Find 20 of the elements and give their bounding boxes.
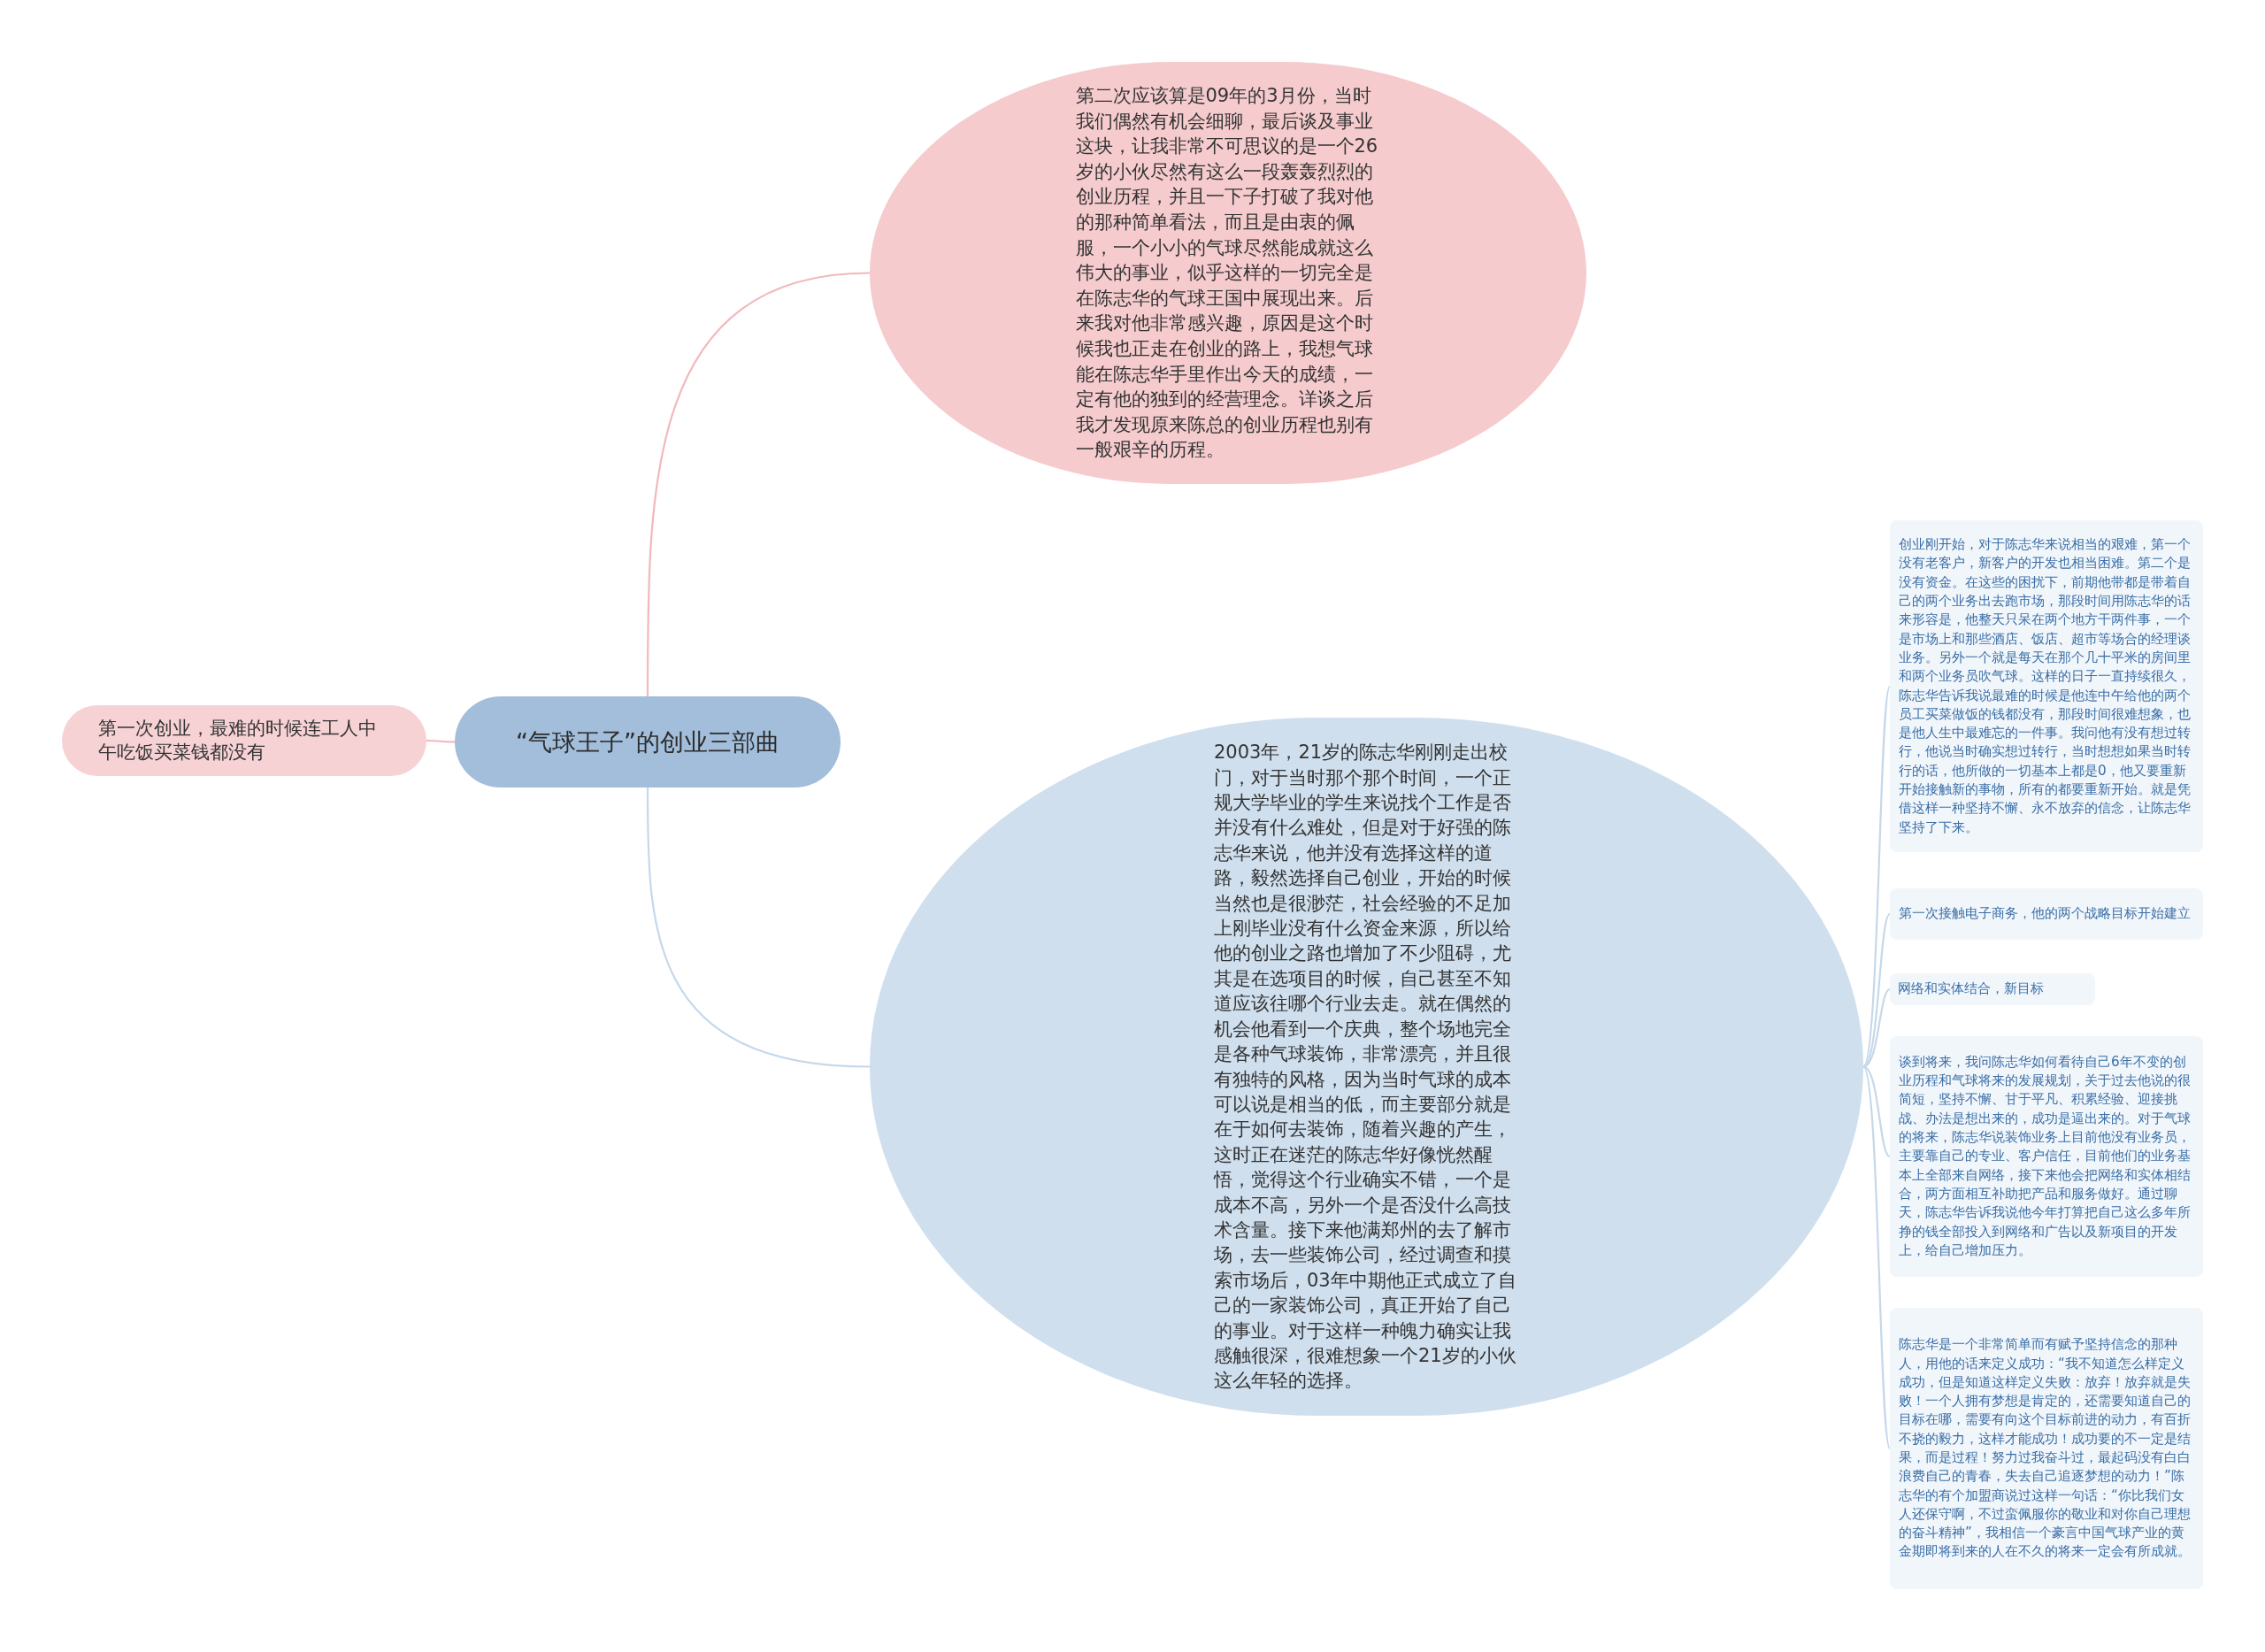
connector-line — [646, 788, 871, 1068]
node-text: 第一次接触电子商务，他的两个战略目标开始建立 — [1899, 904, 2192, 924]
node-text: “气球王子”的创业三部曲 — [515, 726, 780, 757]
note-box — [1890, 1036, 2203, 1277]
connector-line — [426, 739, 455, 743]
node-text: 谈到将来，我问陈志华如何看待自己6年不变的创业历程和气球将来的发展规划，关于过去他说的很简短，坚持不懈、甘于平凡、积累经验、迎接挑战、办法是想出来的，成功是逼出来的。对于气球的将来，陈志华说装饰业务上目前他没有业务员，主要靠自己的专业、客户信任，目前他们的业务基本上全部来自网络，接下来他会把网络和实体相结合，两方面相互补助把产品和服务做好。通过聊天，陈志华告诉我说他今年打算把自己这么多年所挣的钱全部投入到网络和广告以及新项目的开发上，给自己增加压力。 — [1899, 1052, 2192, 1260]
node-text: 陈志华是一个非常简单而有赋予坚持信念的那种人，用他的话来定义成功：“我不知道怎么样定义成功，但是知道这样定义失败：放弃！放弃就是失败！一个人拥有梦想是肯定的，还需要知道自己的目标在哪，需要有向这个目标前进的动力，有百折不挠的毅力，这样才能成功！成功要的不一定是结果，而是过程！努力过我奋斗过，最起码没有白白浪费自己的青春，失去自己追逐梦想的动力！”陈志华的有个加盟商说过这样一句话：“你比我们女人还保守啊，不过蛮佩服你的敬业和对你自己理想的奋斗精神”，我相信一个豪言中国气球产业的黄金期即将到来的人在不久的将来一定会有所成就。 — [1899, 1335, 2192, 1562]
note-box — [1890, 973, 2095, 1005]
node-text: 第二次应该算是09年的3月份，当时我们偶然有机会细聊，最后谈及事业这块，让我非常不可思议的是一个26岁的小伙尽然有这么一段轰轰烈烈的创业历程，并且一下子打破了我对他的那种简单看法，而且是由衷的佩服，一个小小的气球尽然能成就这么伟大的事业，似乎这样的一切完全是在陈志华的气球王国中展现出来。后来我对他非常感兴趣，原因是这个时候我也正走在创业的路上，我想气球能在陈志华手里作出今天的成绩，一定有他的独到的经营理念。详谈之后我才发现原来陈总的创业历程也别有一般艰辛的历程。 — [1075, 84, 1379, 463]
node-text: 2003年，21岁的陈志华刚刚走出校门，对于当时那个那个时间，一个正规大学毕业的学生来说找个工作是否并没有什么难处，但是对于好强的陈志华来说，他并没有选择这样的道路，毅然选择自己创业，开始的时候当然也是很渺茫，社会经验的不足加上刚毕业没有什么资金来源，所以给他的创业之路也增加了不少阻碍，尤其是在选项目的时候，自己甚至不知道应该往哪个行业去走。就在偶然的机会他看到一个庆典，整个场地完全是各种气球装饰，非常漂亮，并且很有独特的风格，因为当时气球的成本可以说是相当的低，而主要部分就是在于如何去装饰，随着兴趣的产生，这时正在迷茫的陈志华好像恍然醒悟，觉得这个行业确实不错，一个是成本不高，另外一个是否没什么高技术含量。接下来他满郑州的去了解市场，去一些装饰公司，经过调查和摸索市场后，03年中期他正式成立了自己的一家装饰公司，真正开始了自己的事业。对于这样一种魄力确实让我感触很深，很难想象一个21岁的小伙这么年轻的选择。 — [1214, 741, 1517, 1394]
connector-line — [646, 272, 871, 696]
connector-line — [1862, 1065, 1891, 1157]
connector-line — [1862, 686, 1892, 1067]
connector-line — [1862, 913, 1891, 1068]
node-text: 第一次创业，最难的时候连工人中午吃饭买菜钱都没有 — [98, 717, 378, 765]
connector-line — [1862, 1066, 1892, 1449]
note-box — [1890, 1308, 2203, 1589]
note-box — [1890, 888, 2203, 940]
node-text: 网络和实体结合，新目标 — [1898, 980, 2045, 999]
node-text: 创业刚开始，对于陈志华来说相当的艰难，第一个没有老客户，新客户的开发也相当困难。第二个是没有资金。在这些的困扰下，前期他带都是带着自己的两个业务出去跑市场，那段时间用陈志华的话来形容是，他整天只呆在两个地方干两件事，一个是市场上和那些酒店、饭店、超市等场合的经理谈业务。另外一个就是每天在那个几十平米的房间里和两个业务员吹气球。这样的日子一直持续很久，陈志华告诉我说最难的时候是他连中午给他的两个员工买菜做饭的钱都没有，那段时间很难想象，也是他人生中最难忘的一件事。我问他有没有想过转行，他说当时确实想过转行，当时想想如果当时转行的话，他所做的一切基本上都是0，他又要重新开始接触新的事物，所有的都要重新开始。就是凭借这样一种坚持不懈、永不放弃的信念，让陈志华坚持了下来。 — [1899, 535, 2192, 837]
